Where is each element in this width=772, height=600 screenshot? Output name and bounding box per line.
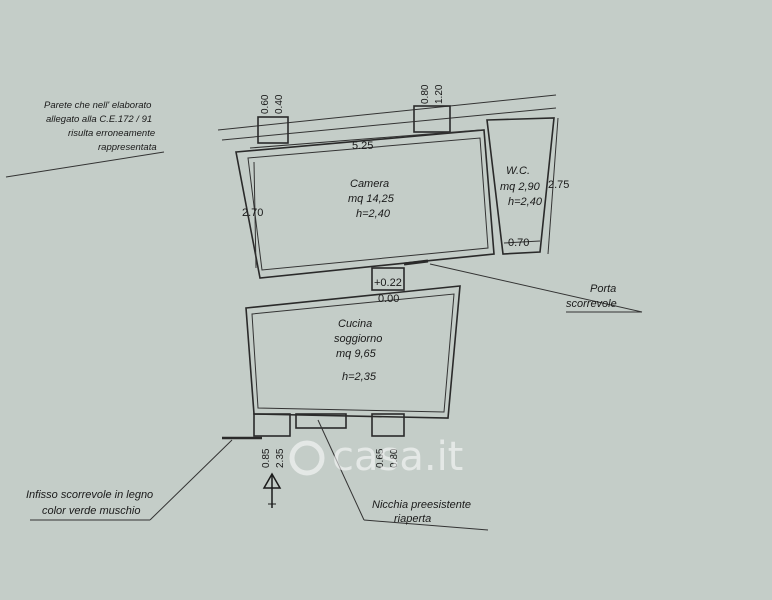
leader-wall-note: [5, 151, 165, 178]
wall-note-line-3: risulta erroneamente: [68, 128, 155, 139]
cucina-area: mq 9,65: [336, 348, 377, 360]
wall-note-line-4: rappresentata: [98, 142, 157, 153]
wc-name: W.C.: [506, 165, 530, 177]
entrance-arrow-icon: [262, 472, 282, 508]
dim-line-wc-height: [547, 117, 559, 255]
watermark: casa.it: [289, 434, 463, 480]
outer-wall-line-top: [217, 94, 557, 131]
top-window-left: [257, 116, 289, 144]
dim-top-right-1: 0.80: [420, 84, 431, 104]
dim-top-left-2: 0.40: [274, 94, 285, 114]
cucina-name-1: Cucina: [338, 318, 372, 330]
dim-top-right-2: 1.20: [434, 84, 445, 104]
dim-bottom-left-2: 2.35: [275, 448, 286, 468]
dim-line-camera-width: [249, 129, 481, 149]
wc-height: h=2,40: [508, 196, 543, 208]
dim-bottom-right-2: 0.80: [389, 448, 400, 468]
dim-bottom-left-1: 0.85: [261, 448, 272, 468]
dim-camera-width: 5.25: [352, 140, 373, 152]
nicchia-label-2: riaperta: [394, 513, 431, 525]
cucina-name-2: soggiorno: [334, 333, 382, 345]
level-plus: +0.22: [374, 277, 402, 289]
dim-top-left-1: 0.60: [260, 94, 271, 114]
watermark-logo-icon: [289, 440, 325, 476]
sliding-door: [403, 259, 429, 266]
room-camera-outline: [235, 129, 495, 279]
porta-label-1: Porta: [590, 283, 616, 295]
top-window-right: [413, 105, 451, 133]
dim-wc-height: 2.75: [548, 179, 569, 191]
cucina-height: h=2,35: [342, 371, 377, 383]
leader-porta: [429, 263, 643, 313]
wall-note-line-1: Parete che nell' elaborato: [44, 100, 151, 111]
nicchia-label-1: Nicchia preesistente: [372, 499, 471, 511]
bottom-opening-left: [253, 413, 291, 437]
dim-camera-depth: 2.70: [242, 207, 263, 219]
room-cucina-outline: [245, 285, 461, 419]
wall-note-line-2: allegato alla C.E.172 / 91: [46, 114, 152, 125]
leader-nicchia-underline: [363, 519, 489, 531]
watermark-text: casa.it: [332, 434, 463, 480]
dim-line-camera-depth: [253, 161, 257, 269]
dim-bottom-right-1: 0.65: [375, 448, 386, 468]
infisso-label-2: color verde muschio: [42, 505, 140, 517]
porta-label-2: scorrevole: [566, 298, 617, 310]
niche: [295, 413, 347, 429]
leader-nicchia: [317, 419, 365, 521]
camera-name: Camera: [350, 178, 389, 190]
room-camera-inner: [247, 137, 489, 271]
dim-wc-width: 0.70: [508, 237, 529, 249]
leader-infisso: [149, 439, 233, 521]
camera-height: h=2,40: [356, 208, 391, 220]
wc-area: mq 2,90: [500, 181, 541, 193]
dim-line-wc-width: [503, 240, 541, 244]
level-zero: 0.00: [378, 293, 399, 305]
camera-area: mq 14,25: [348, 193, 395, 205]
room-wc-outline: [486, 117, 555, 255]
infisso-label-1: Infisso scorrevole in legno: [26, 489, 153, 501]
outer-wall-line-top-inner: [221, 107, 557, 141]
bottom-opening-right: [371, 413, 405, 437]
room-cucina-inner: [251, 293, 455, 413]
passage-step: [371, 267, 405, 291]
